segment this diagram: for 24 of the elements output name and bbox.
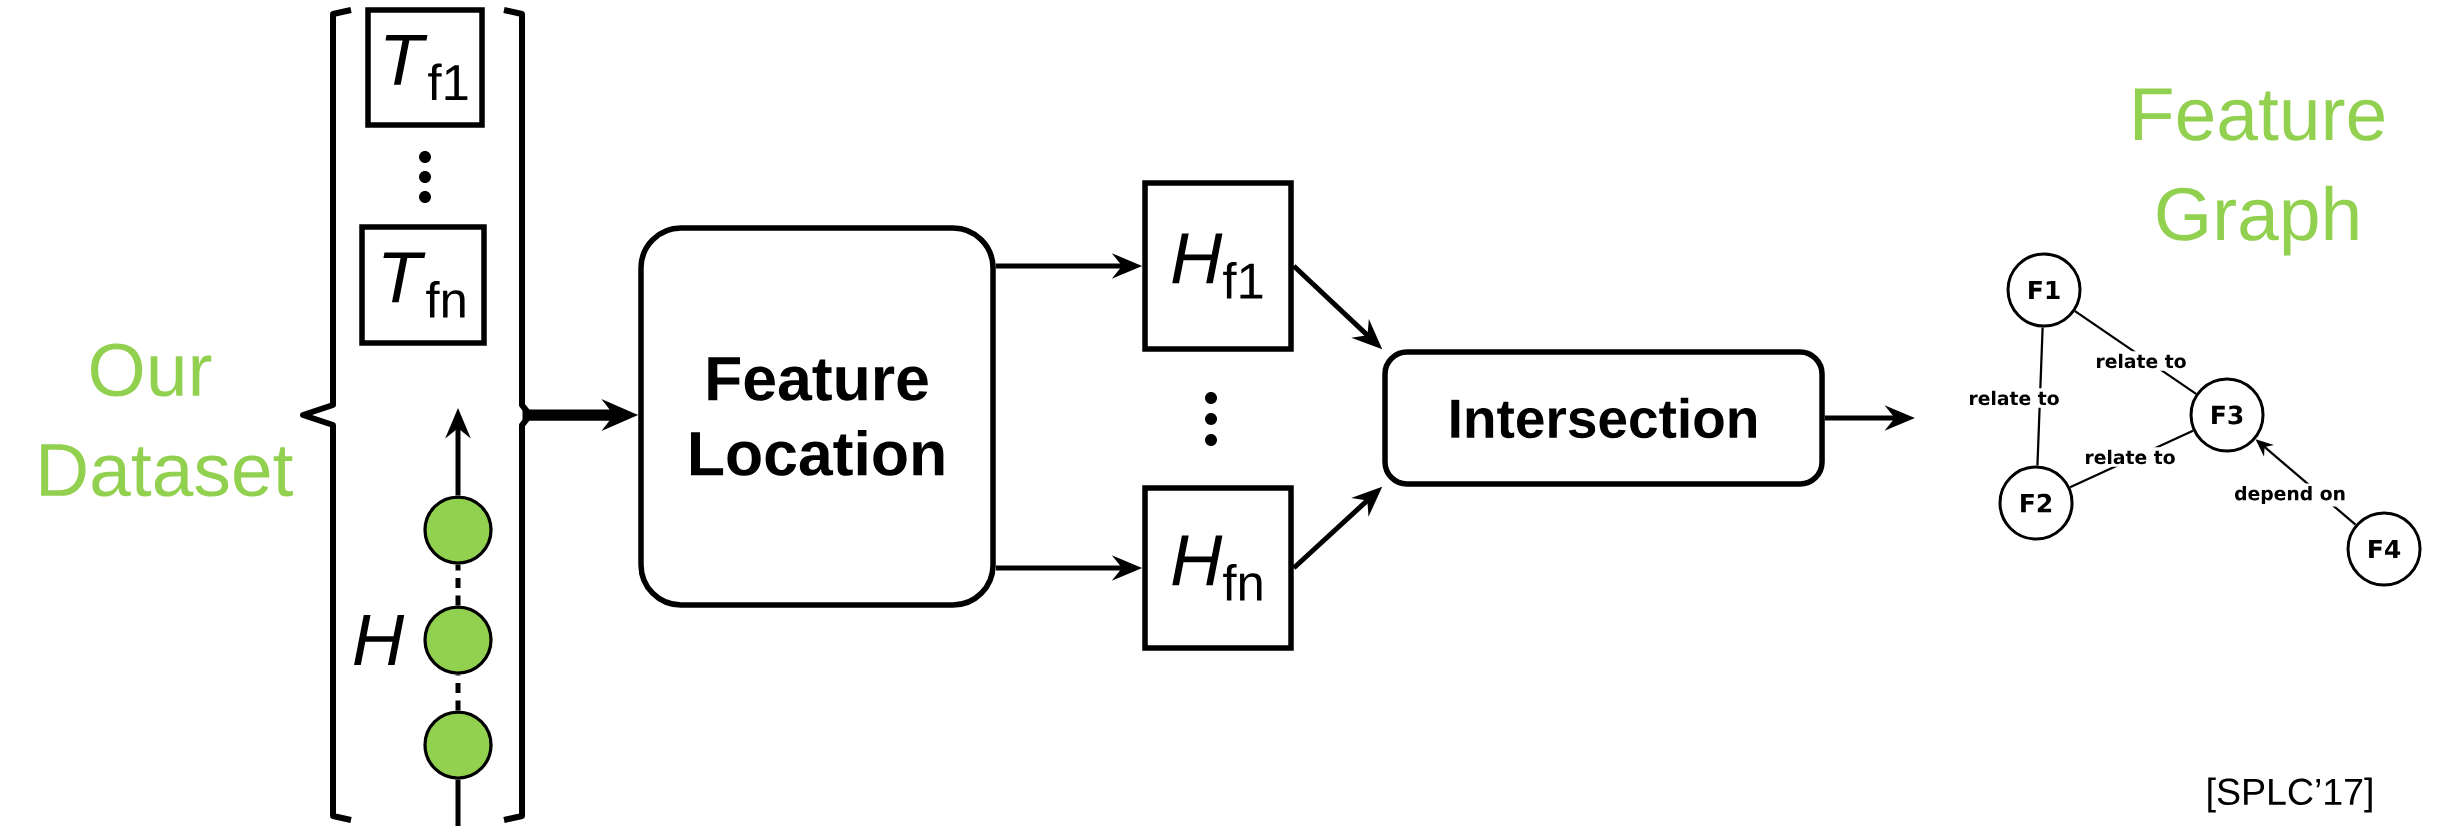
variable-box: T$_{fn}$: [359, 224, 487, 346]
dataset-title: Our Dataset: [41, 343, 293, 497]
graph-node: F2: [1998, 465, 2074, 541]
graph-node: F3: [2189, 377, 2265, 453]
edge-label: relate to: [2082, 447, 2179, 467]
dotted-line: [455, 564, 461, 606]
variable-box: H$_{f1}$: [1142, 180, 1294, 352]
citation: [SPLC’17]: [2208, 777, 2372, 813]
variable-label: H: [354, 615, 405, 665]
data-point: [423, 710, 493, 780]
edge-label: depend on: [2231, 483, 2349, 507]
graph-node: F1: [2006, 252, 2082, 328]
data-point: [423, 495, 493, 565]
graph-title: Feature Graph: [2134, 88, 2384, 256]
graph-node: F4: [2346, 511, 2422, 587]
edge-label: relate to: [1966, 388, 2063, 408]
process-box: Feature Location: [638, 225, 996, 608]
variable-box: T$_{f1}$: [365, 7, 485, 128]
process-box: Intersection: [1382, 349, 1825, 487]
edge-label: relate to: [2093, 351, 2190, 371]
variable-box: H$_{fn}$: [1142, 485, 1294, 651]
data-point: [423, 605, 493, 675]
connector-line: [455, 779, 461, 826]
connector-line: [2036, 327, 2044, 466]
